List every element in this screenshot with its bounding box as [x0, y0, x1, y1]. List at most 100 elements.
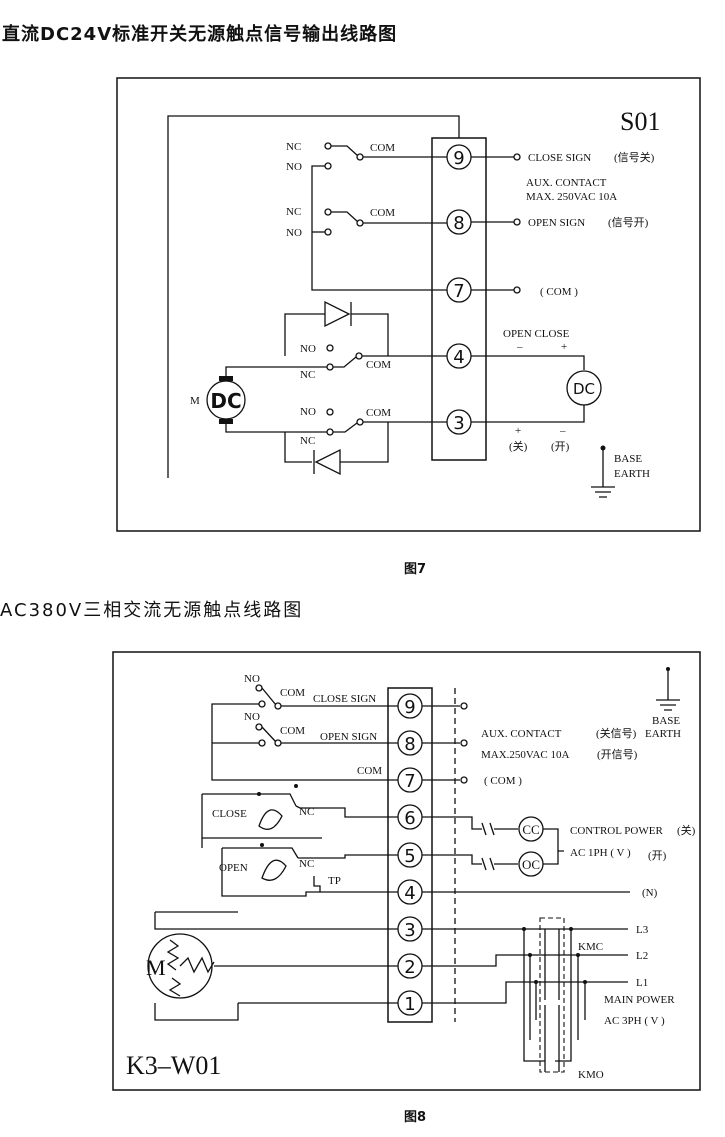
svg-text:CLOSE: CLOSE: [212, 808, 247, 820]
svg-text:–: –: [559, 425, 566, 437]
svg-text:(关): (关): [677, 823, 696, 837]
figure8-frame: [112, 651, 701, 1091]
figure8-terminal-7: 7: [397, 767, 423, 793]
figure8-terminal-9: 9: [397, 693, 423, 719]
svg-text:NO: NO: [300, 406, 316, 418]
svg-text:8: 8: [404, 734, 415, 755]
svg-text:( COM ): ( COM ): [484, 775, 522, 787]
svg-text:COM: COM: [357, 765, 382, 777]
svg-text:KMO: KMO: [578, 1069, 604, 1081]
svg-text:4: 4: [453, 347, 464, 368]
figure8-caption: 图8: [403, 1110, 427, 1125]
figure7-terminal-3: 3: [446, 409, 472, 435]
svg-text:CLOSE SIGN: CLOSE SIGN: [313, 693, 376, 705]
figure7-switch-open: NC NO COM: [286, 206, 447, 239]
svg-text:AC 3PH ( V ): AC 3PH ( V ): [604, 1015, 665, 1027]
svg-text:DC: DC: [573, 380, 595, 398]
svg-text:BASE: BASE: [614, 453, 642, 465]
figure8-aux-switches: NO COM CLOSE SIGN NO COM OPEN SIGN COM: [211, 673, 398, 781]
svg-text:( COM ): ( COM ): [540, 286, 578, 298]
figure8-terminal-8: 8: [397, 730, 423, 756]
figure7-title: 直流DC24V标准开关无源触点信号输出线路图: [2, 24, 398, 45]
svg-text:MAX.250VAC 10A: MAX.250VAC 10A: [481, 749, 569, 761]
figure7-terminal-9: 9: [446, 144, 472, 170]
svg-text:NC: NC: [300, 435, 315, 447]
svg-text:+: +: [561, 341, 567, 353]
figure8-motor: M: [146, 911, 398, 1021]
svg-text:9: 9: [453, 148, 464, 169]
figure8-limit-switches: CLOSE NC OPEN NC TP: [201, 784, 398, 897]
figure8-diagram: K3–W01 9 8 7 6 5 4 3 2 1 NO COM CLOSE SI…: [112, 651, 701, 1091]
svg-text:M: M: [190, 395, 200, 407]
svg-text:(开信号): (开信号): [597, 748, 638, 761]
svg-text:COM: COM: [280, 725, 305, 737]
figure7-base-earth: BASE EARTH: [591, 445, 650, 498]
figure8-model: K3–W01: [126, 1051, 221, 1080]
svg-text:CONTROL POWER: CONTROL POWER: [570, 825, 663, 837]
svg-text:OPEN: OPEN: [219, 862, 248, 874]
svg-text:AUX. CONTACT: AUX. CONTACT: [526, 177, 607, 189]
svg-text:NC: NC: [286, 141, 301, 153]
svg-text:DC: DC: [210, 389, 241, 413]
svg-text:COM: COM: [366, 407, 391, 419]
svg-text:NO: NO: [244, 711, 260, 723]
svg-text:OC: OC: [522, 857, 540, 872]
svg-text:OPEN CLOSE: OPEN CLOSE: [503, 328, 570, 340]
svg-text:OPEN SIGN: OPEN SIGN: [528, 217, 585, 229]
svg-text:OPEN SIGN: OPEN SIGN: [320, 731, 377, 743]
figure8-control-power: CC OC CONTROL POWER (关) AC 1PH ( V ) (开)…: [422, 816, 696, 899]
figure8-aux-outputs: AUX. CONTACT (关信号) MAX.250VAC 10A (开信号) …: [422, 702, 638, 787]
figure7-terminal-8: 8: [446, 209, 472, 235]
svg-text:AC 1PH ( V ): AC 1PH ( V ): [570, 847, 631, 859]
svg-text:(开): (开): [551, 441, 570, 453]
figure7-motor: M DC: [190, 376, 285, 433]
figure7-diagram: S01 9 8 7 4 3 NC NO COM: [116, 77, 701, 532]
svg-text:TP: TP: [328, 875, 341, 887]
figure8-terminal-3: 3: [397, 916, 423, 942]
svg-text:M: M: [146, 955, 166, 980]
svg-text:9: 9: [404, 697, 415, 718]
svg-text:COM: COM: [370, 207, 395, 219]
figure7-switch-motor-close: NO NC COM: [285, 406, 447, 447]
svg-text:L1: L1: [636, 977, 648, 989]
svg-text:NC: NC: [299, 858, 314, 870]
figure8-title: AC380V三相交流无源触点线路图: [0, 600, 304, 621]
svg-text:L2: L2: [636, 950, 648, 962]
svg-text:MAX. 250VAC 10A: MAX. 250VAC 10A: [526, 191, 617, 203]
figure7-diode-top: [284, 300, 389, 356]
svg-text:3: 3: [404, 920, 415, 941]
svg-text:2: 2: [404, 957, 415, 978]
svg-text:5: 5: [404, 846, 415, 867]
svg-text:CC: CC: [522, 822, 539, 837]
svg-text:4: 4: [404, 883, 415, 904]
svg-text:7: 7: [453, 281, 464, 302]
figure7-caption: 图7: [403, 562, 427, 577]
svg-text:BASE: BASE: [652, 715, 680, 727]
svg-text:COM: COM: [366, 359, 391, 371]
svg-text:NO: NO: [286, 161, 302, 173]
svg-text:7: 7: [404, 771, 415, 792]
figure8-terminal-2: 2: [397, 953, 423, 979]
svg-text:NO: NO: [244, 673, 260, 685]
figure8-terminal-6: 6: [397, 804, 423, 830]
figure8-terminal-4: 4: [397, 879, 423, 905]
svg-text:KMC: KMC: [578, 941, 603, 953]
figure8-base-earth: BASE EARTH: [645, 667, 681, 740]
svg-text:CLOSE SIGN: CLOSE SIGN: [528, 152, 591, 164]
figure7-terminal-4: 4: [446, 343, 472, 369]
svg-text:AUX. CONTACT: AUX. CONTACT: [481, 728, 562, 740]
svg-text:COM: COM: [370, 142, 395, 154]
svg-text:6: 6: [404, 808, 415, 829]
svg-text:COM: COM: [280, 687, 305, 699]
figure8-terminal-1: 1: [397, 990, 423, 1016]
svg-text:MAIN POWER: MAIN POWER: [604, 994, 675, 1006]
svg-text:NC: NC: [299, 806, 314, 818]
svg-text:NC: NC: [286, 206, 301, 218]
figure7-switch-motor-open: NO NC COM: [225, 343, 447, 381]
svg-text:EARTH: EARTH: [614, 468, 650, 480]
svg-text:NO: NO: [300, 343, 316, 355]
svg-text:EARTH: EARTH: [645, 728, 681, 740]
svg-text:NO: NO: [286, 227, 302, 239]
svg-text:1: 1: [404, 994, 415, 1015]
